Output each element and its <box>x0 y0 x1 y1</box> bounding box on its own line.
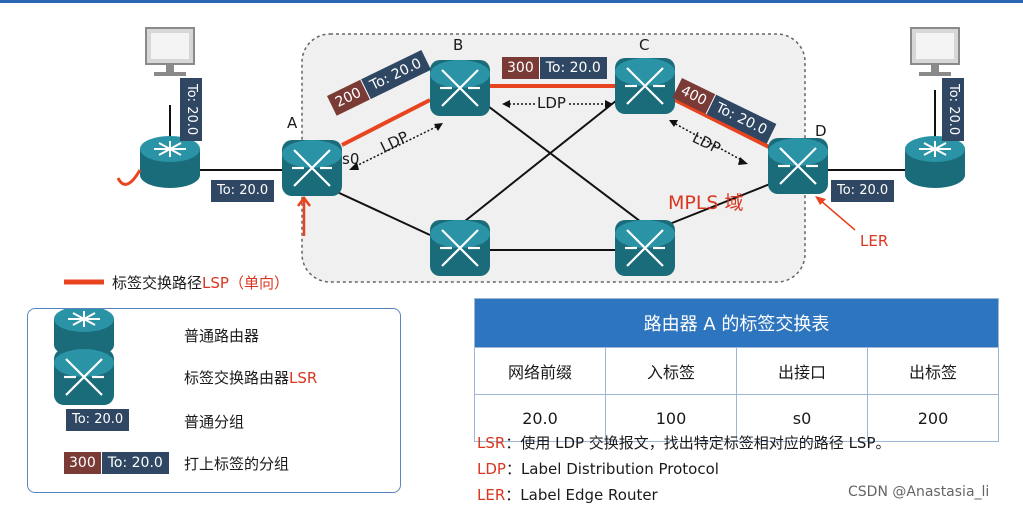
table-header-out-label: 出标签 <box>867 347 999 395</box>
host-left-vertical-tag: To: 20.0 <box>180 78 202 142</box>
lsp-legend-text: 标签交换路径LSP（单向） <box>112 274 289 292</box>
table-header-in-label: 入标签 <box>605 347 737 395</box>
edge-router-left-icon <box>139 135 201 189</box>
annotation-up-arrow <box>297 195 311 236</box>
top-accent-bar <box>0 0 1023 3</box>
node-c-label: C <box>639 36 650 54</box>
note-ldp: LDP：Label Distribution Protocol <box>477 460 719 478</box>
lsr-a-icon <box>280 138 344 198</box>
lsp-path <box>341 84 776 152</box>
legend-normal-packet-tag: To: 20.0 <box>66 409 130 431</box>
table-title: 路由器 A 的标签交换表 <box>474 298 999 348</box>
ldp-label-bc: LDP <box>535 94 568 112</box>
edge-router-right-icon <box>904 135 966 189</box>
lsr-c-icon <box>613 56 677 116</box>
table-cell-out-interface: s0 <box>736 394 868 442</box>
node-a-label: A <box>287 114 298 132</box>
table-header-prefix: 网络前缀 <box>474 347 606 395</box>
table-cell-prefix: 20.0 <box>474 394 606 442</box>
table-cell-out-label: 200 <box>867 394 999 442</box>
legend-normal-router-text: 普通路由器 <box>184 327 260 345</box>
node-d-label: D <box>815 122 827 140</box>
ler-label: LER <box>860 232 889 250</box>
router-a-label-table: 路由器 A 的标签交换表 网络前缀 入标签 出接口 出标签 20.0 100 s… <box>474 298 999 442</box>
mpls-network-diagram <box>64 27 966 285</box>
host-left-icon <box>145 27 195 77</box>
packet-left-tag: To: 20.0 <box>211 180 275 202</box>
note-ler: LER：Label Edge Router <box>477 486 658 504</box>
legend-lsr-text: 标签交换路由器LSR <box>184 369 318 387</box>
interface-s0-label: s0 <box>342 150 360 168</box>
legend-labeled-packet-text: 打上标签的分组 <box>184 455 290 473</box>
watermark-text: CSDN @Anastasia_li <box>848 484 990 500</box>
lsr-d-icon <box>766 136 830 196</box>
mpls-domain-label: MPLS 域 <box>668 192 744 214</box>
legend-lsr-icon <box>52 347 116 407</box>
lsr-bottom-left-icon <box>428 218 492 278</box>
host-right-vertical-tag: To: 20.0 <box>942 78 964 142</box>
table-cell-in-label: 100 <box>605 394 737 442</box>
note-lsr: LSR：使用 LDP 交换报文，找出特定标签相对应的路径 LSP。 <box>477 434 891 452</box>
host-right-icon <box>910 27 960 77</box>
table-header-out-interface: 出接口 <box>736 347 868 395</box>
node-b-label: B <box>453 36 464 54</box>
lsr-b-icon <box>428 58 492 118</box>
lsr-bottom-right-icon <box>613 218 677 278</box>
packet-right-tag: To: 20.0 <box>831 180 895 202</box>
legend-normal-packet-text: 普通分组 <box>184 413 245 431</box>
ler-pointer <box>819 199 856 231</box>
annotation-check-mark <box>116 169 142 186</box>
